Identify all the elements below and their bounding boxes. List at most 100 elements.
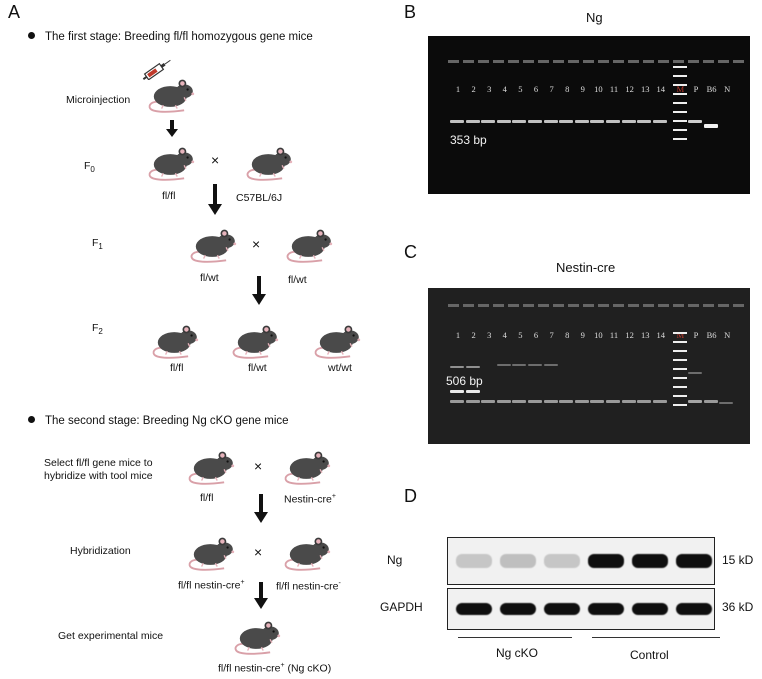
lane-label: 6 [533,330,539,340]
gel-band [450,390,464,393]
gel-well [508,60,519,63]
gel-well [523,304,534,307]
gel-band [559,120,574,123]
wb-row-label-gapdh: GAPDH [380,600,423,614]
gel-well [478,60,489,63]
lane-label: 7 [549,84,554,94]
lane-label: M [676,330,685,340]
ladder-band [673,120,688,122]
gel-band [621,400,636,403]
blot-band [500,603,536,615]
f1-label: F1 [92,237,103,252]
gel-well [508,304,519,307]
gel-band [703,400,718,403]
f2-label: F2 [92,322,103,337]
gel-band [621,120,636,123]
gel-well [673,60,684,63]
group-line-ng-cko [458,637,572,638]
gel-well [688,60,699,63]
blot-band [676,603,712,615]
gel-band [688,120,702,123]
gel-well [703,60,714,63]
mouse-microinjection [146,72,198,114]
microinjection-label: Microinjection [66,94,131,106]
gel-well [493,60,504,63]
panel-d-letter: D [404,486,417,506]
gel-well [568,304,579,307]
gel-well [553,60,564,63]
mouse-final [232,614,284,656]
blot-band [500,554,536,568]
lane-label: N [724,330,731,340]
s1-left-genotype: fl/fl [200,492,214,504]
gel-well [643,60,654,63]
mouse-f1-left [188,222,240,264]
lane-label: B6 [706,330,717,340]
mouse-f2-c [312,318,364,360]
gel-well [733,60,744,63]
f0-right-genotype: C57BL/6J [236,192,283,204]
mouse-f2-b [230,318,282,360]
blot-band [676,554,712,568]
mouse-f0-left [146,140,198,182]
gel-band [543,364,558,366]
down-arrow-icon [166,120,178,137]
lane-label: 4 [502,330,507,340]
gel-well [718,304,729,307]
syringe-icon [142,59,171,80]
stage-one-text: The first stage: Breeding fl/fl homozygo… [45,31,313,43]
ladder-band [673,332,688,334]
cross-symbol: × [252,236,261,252]
gel-band [574,400,589,403]
gel-well [583,304,594,307]
panel-b-letter: B [404,2,417,22]
gel-well [448,304,459,307]
ladder-band [673,66,688,68]
gel-well [598,304,609,307]
f0-left-genotype: fl/fl [162,190,176,202]
lane-label: 11 [609,330,619,340]
gel-band [590,120,605,123]
lane-label: B6 [706,84,717,94]
lane-label: 7 [549,330,554,340]
down-arrow-icon [254,494,268,523]
lane-label: 9 [580,330,585,340]
gel-well [628,60,639,63]
panel-c-letter: C [404,242,417,262]
hybridization-label: Hybridization [70,545,131,557]
gel-band [465,120,480,123]
gel-band [606,400,620,403]
gel-well [598,60,609,63]
lane-label: 8 [565,330,570,340]
lane-label: 1 [455,84,461,94]
lane-label: 11 [609,84,619,94]
gel-band [450,400,464,403]
group-line-control [592,637,720,638]
lane-label: 12 [625,84,634,94]
lane-label: 4 [502,84,507,94]
mouse-f0-right [244,140,296,182]
f2-c-genotype: wt/wt [328,362,352,374]
lane-label: 2 [471,330,476,340]
gel-band [450,120,464,123]
lane-label: 5 [518,330,523,340]
gel-well [493,304,504,307]
gel-band [688,400,702,403]
ladder-band [673,341,688,343]
lane-label: P [693,84,699,94]
gel-well [703,304,714,307]
group-label-ng-cko: Ng cKO [496,646,539,660]
gel-well [658,304,669,307]
gel-well [553,304,564,307]
gel-well [463,304,474,307]
bullet-icon [28,416,35,424]
ladder-band [673,138,688,140]
gel-band [496,120,511,123]
cross-symbol: × [211,152,220,168]
lane-label: 3 [487,84,492,94]
blot-band [544,603,580,615]
mouse-s1-right [282,444,334,486]
lane-label: 14 [656,84,666,94]
gel-band [652,400,667,403]
